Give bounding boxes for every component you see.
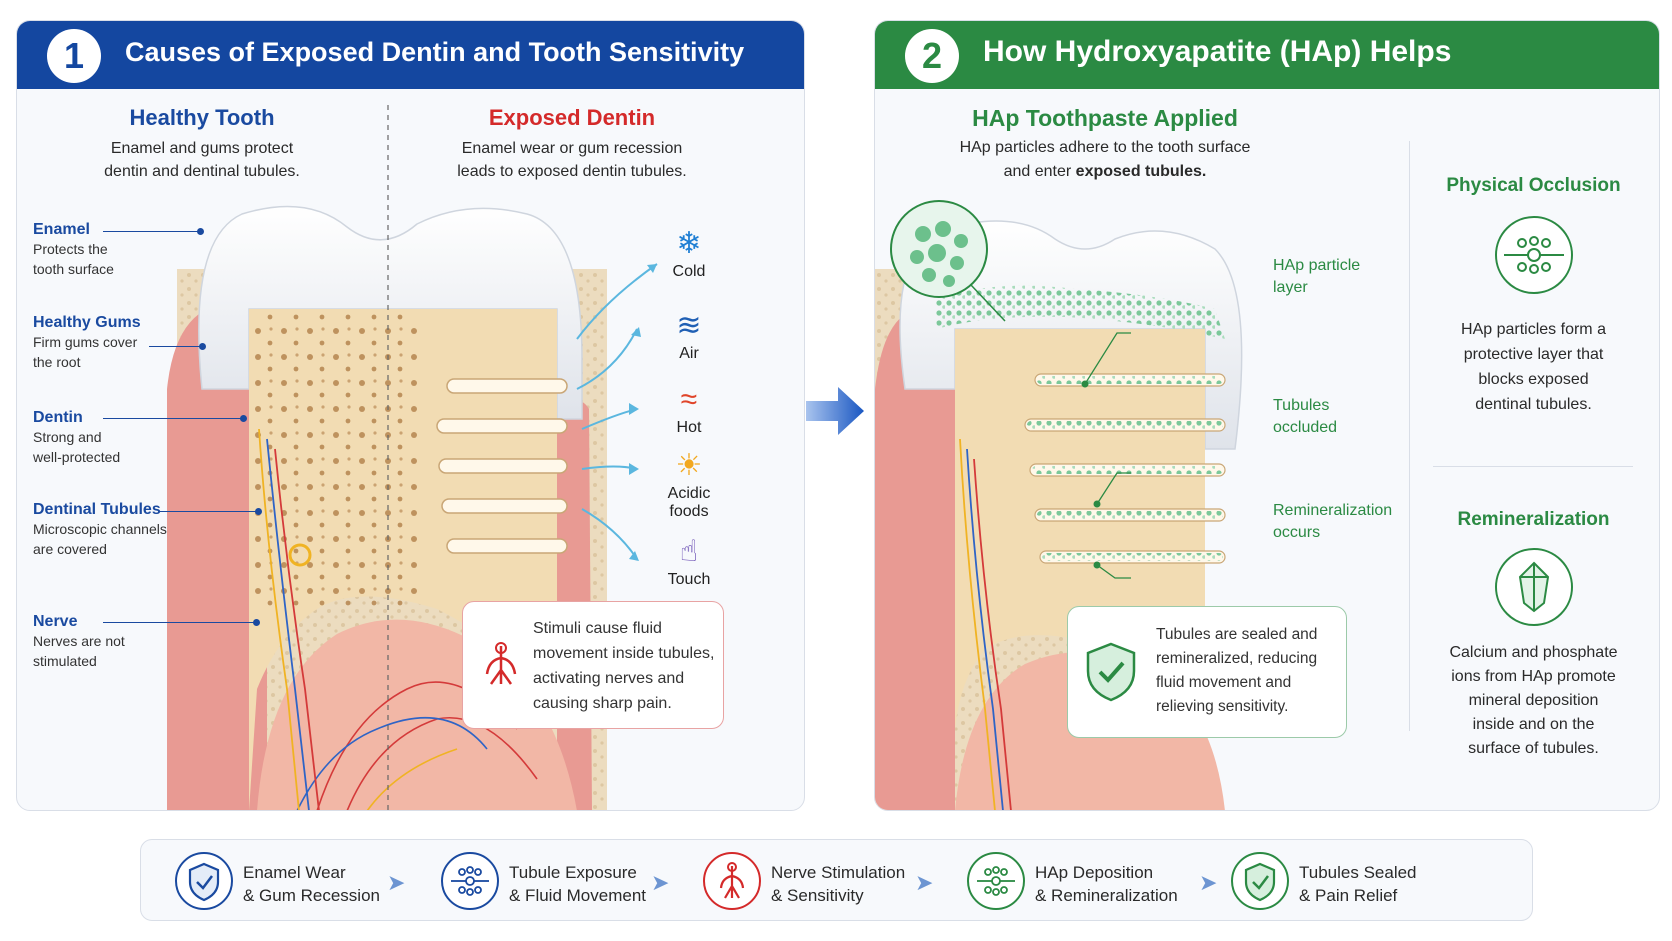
stimulus-touch: ☝ Touch (649, 533, 729, 589)
hap-applied-title: HAp Toothpaste Applied (972, 105, 1238, 131)
section-divider (1433, 466, 1633, 467)
step-number-badge: 1 (47, 29, 101, 83)
shield-check-icon (1231, 852, 1289, 910)
healthy-tooth-title: Healthy Tooth (129, 105, 275, 130)
exposed-dentin-desc-2: leads to exposed dentin tubules. (457, 163, 687, 180)
panel-hydroxyapatite: 2 How Hydroxyapatite (HAp) Helps (874, 20, 1660, 811)
label-healthy-gums: Healthy Gums Firm gums cover the root (33, 314, 141, 370)
snowflake-icon: ❄ (676, 227, 702, 260)
stimulus-hot: ≈ Hot (649, 381, 729, 437)
shield-icon (175, 852, 233, 910)
stimulus-acidic-foods: ☀ Acidic foods (649, 447, 729, 521)
lemon-icon: ☀ (675, 449, 703, 482)
crystal-icon (1494, 548, 1573, 626)
hap-applied-desc-1: HAp particles adhere to the tooth surfac… (959, 139, 1251, 156)
nerve-icon (703, 852, 761, 910)
enamel-layer (198, 205, 583, 420)
panel-title: Causes of Exposed Dentin and Tooth Sensi… (125, 37, 745, 67)
label-hap-particle-layer: HAp particle layer (1273, 257, 1361, 296)
column-divider (1409, 141, 1410, 731)
tooth-cross-section-diagram (167, 105, 658, 810)
remineralization-section: Remineralization Calcium and phosphate i… (1411, 509, 1656, 761)
wind-icon: ≋ (676, 309, 702, 342)
hap-applied-heading: HAp Toothpaste Applied HAp particles adh… (935, 105, 1275, 184)
physical-occlusion-section: Physical Occlusion HAp particles form a … (1411, 175, 1656, 417)
gum-tissue (875, 308, 955, 810)
tubules-icon (441, 852, 499, 910)
step-number-badge: 2 (905, 29, 959, 83)
panel-header: 1 Causes of Exposed Dentin and Tooth Sen… (17, 21, 804, 89)
step-hap-deposition: HAp Deposition& Remineralization (967, 840, 1207, 922)
healthy-tooth-heading: Healthy Tooth Enamel and gums protect de… (77, 105, 327, 183)
hap-applied-desc-2: and enter exposed tubules. (1003, 163, 1207, 180)
chevron-right-icon: ➤ (915, 870, 934, 895)
leader-enamel (103, 231, 199, 232)
stimulus-cold: ❄ Cold (649, 225, 729, 281)
label-remineralization-occurs: Remineralization occurs (1273, 502, 1393, 541)
label-enamel: Enamel Protects the tooth surface (33, 221, 114, 277)
touch-icon: ☝ (679, 535, 699, 568)
chevron-right-icon: ➤ (651, 870, 670, 895)
healthy-tooth-desc-2: dentin and dentinal tubules. (104, 163, 300, 180)
panel-causes: 1 Causes of Exposed Dentin and Tooth Sen… (16, 20, 805, 811)
nerve-bundle (258, 428, 320, 810)
label-dentinal-tubules: Dentinal Tubules Microscopic channels ar… (33, 501, 167, 557)
step-tubule-exposure: Tubule Exposure& Fluid Movement (441, 840, 681, 922)
healthy-tooth-desc-1: Enamel and gums protect (110, 140, 294, 157)
physical-occlusion-title: Physical Occlusion (1446, 175, 1621, 196)
occluded-tubules (1027, 376, 1223, 561)
step-nerve-stimulation: Nerve Stimulation& Sensitivity (703, 840, 943, 922)
shield-check-icon (1086, 642, 1136, 702)
leader-nerve (103, 622, 255, 623)
nerve-pain-icon (485, 642, 517, 685)
exposed-dentin-desc-1: Enamel wear or gum recession (461, 140, 683, 157)
transition-arrow-icon (806, 387, 864, 435)
step-tubules-sealed: Tubules Sealed& Pain Relief (1231, 840, 1471, 922)
open-tubules (436, 378, 568, 554)
heat-icon: ≈ (680, 383, 698, 416)
label-dentin: Dentin Strong and well-protected (33, 409, 121, 465)
process-summary-bar: Enamel Wear& Gum Recession ➤ Tubule Expo… (140, 839, 1533, 921)
panel-header: 2 How Hydroxyapatite (HAp) Helps (875, 21, 1659, 89)
leader-tubules (159, 511, 257, 512)
sealed-callout: Tubules are sealed and remineralized, re… (1067, 606, 1347, 738)
leader-dentin (103, 418, 243, 419)
particles-icon (1494, 216, 1573, 294)
leader-gums (149, 346, 201, 347)
stimulus-air: ≋ Air (649, 307, 729, 363)
chevron-right-icon: ➤ (1199, 870, 1218, 895)
step-enamel-wear: Enamel Wear& Gum Recession (175, 840, 415, 922)
chevron-right-icon: ➤ (387, 870, 406, 895)
particles-icon (967, 852, 1025, 910)
gum-tissue (167, 303, 267, 810)
nerve-bundle (959, 438, 1012, 810)
exposed-dentin-heading: Exposed Dentin Enamel wear or gum recess… (437, 105, 707, 183)
remineralization-title: Remineralization (1457, 509, 1610, 530)
exposed-dentin-title: Exposed Dentin (488, 105, 656, 130)
label-tubules-occluded: Tubules occluded (1273, 397, 1338, 436)
pain-callout: Stimuli cause fluid movement inside tubu… (462, 601, 724, 729)
panel-title: How Hydroxyapatite (HAp) Helps (983, 35, 1452, 68)
label-nerve: Nerve Nerves are not stimulated (33, 613, 125, 669)
hap-particle-layer (935, 285, 1225, 339)
